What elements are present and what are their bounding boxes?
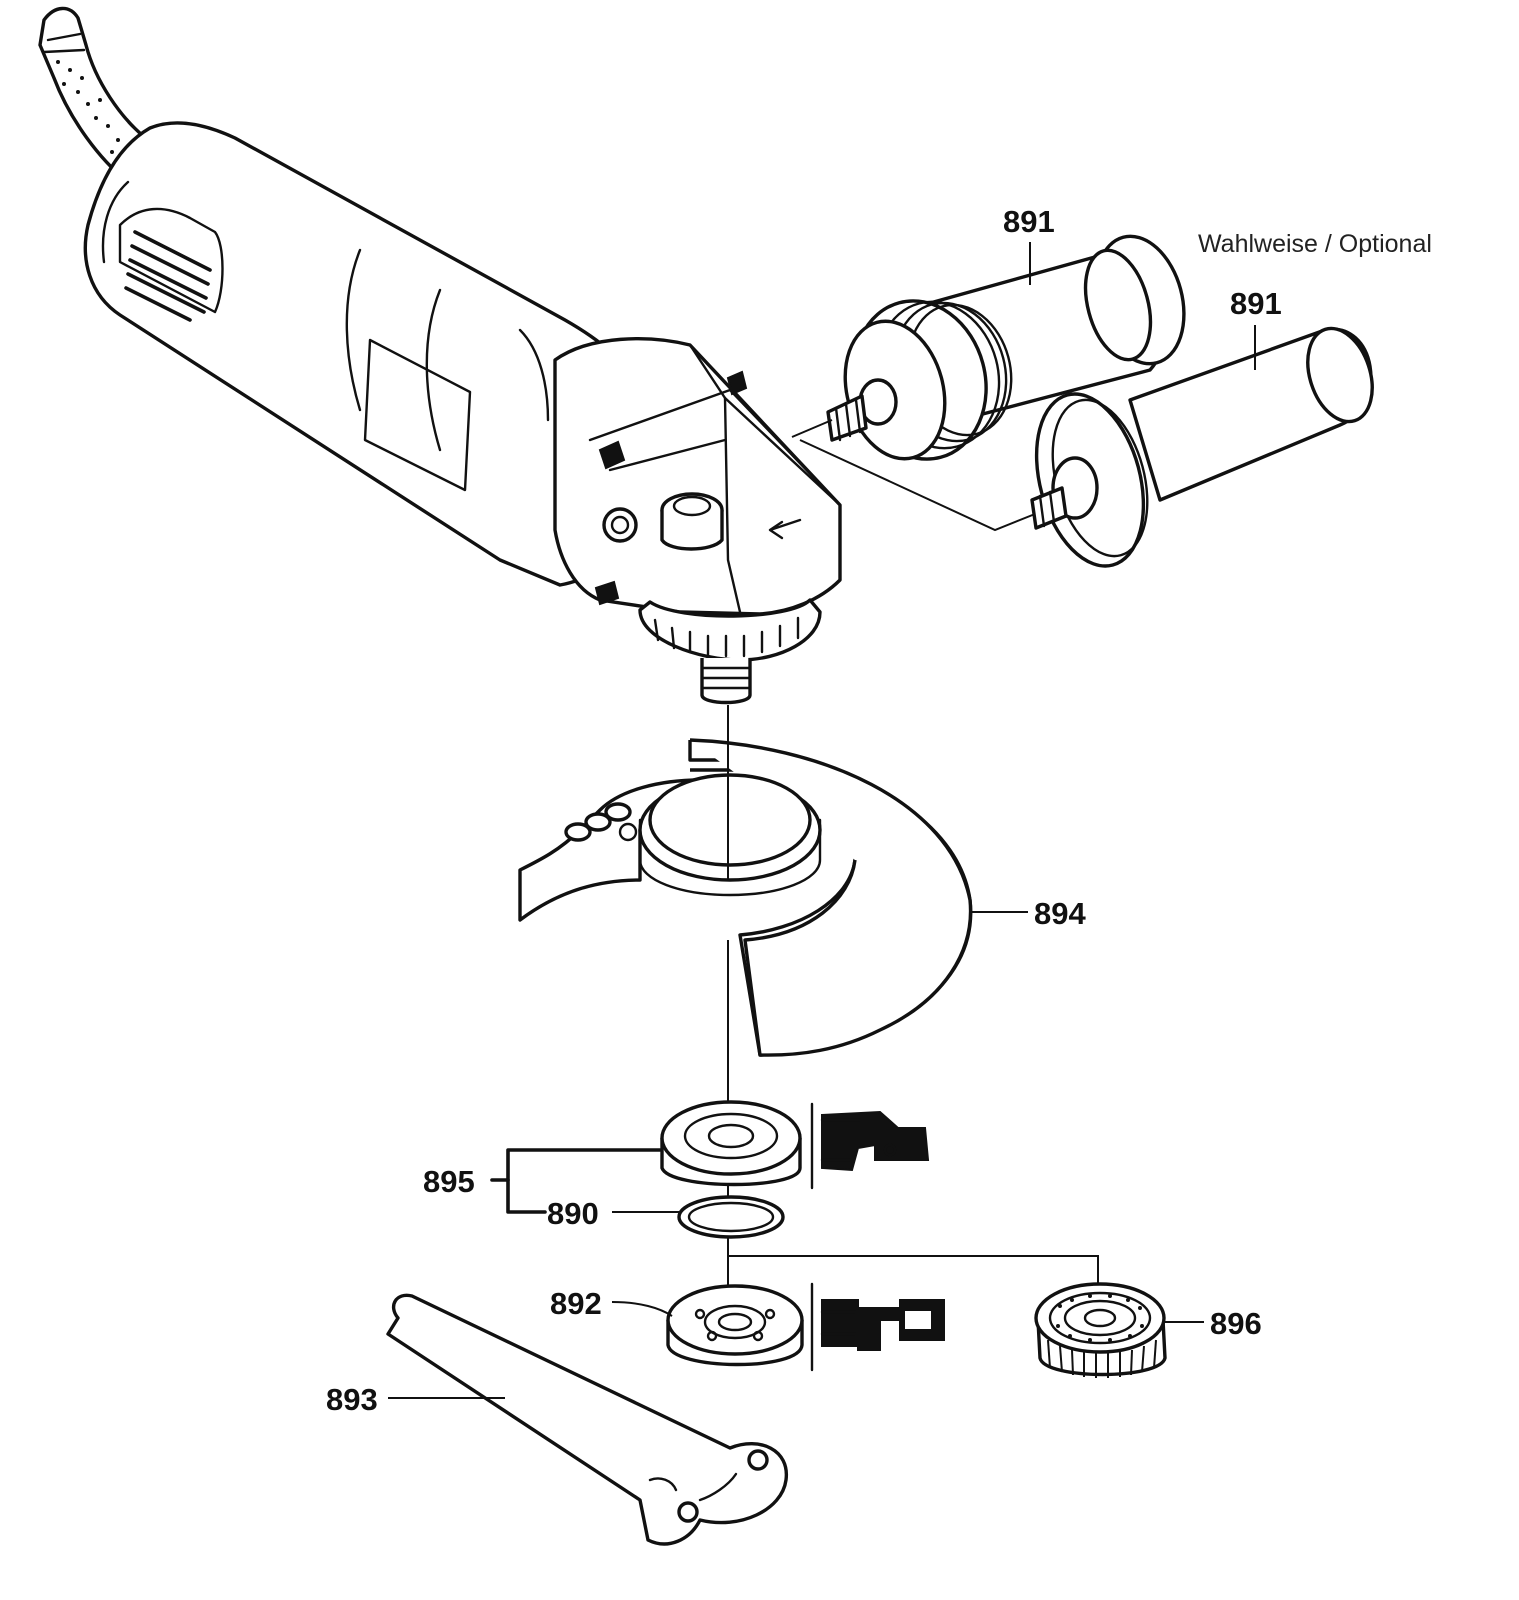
callout-894-wheel-guard: 894 <box>1034 896 1086 931</box>
leader-892 <box>611 1301 673 1317</box>
callout-896-quick-nut: 896 <box>1210 1306 1262 1341</box>
rear-vent-slots <box>124 230 212 322</box>
nut-face-texture <box>1056 1294 1144 1342</box>
nut-knurl <box>1047 1339 1157 1378</box>
callout-893-spanner: 893 <box>326 1382 378 1417</box>
side-handle <box>1030 326 1374 568</box>
quick-clamp-nut <box>1034 1282 1167 1378</box>
spanner-wrench <box>386 1293 788 1546</box>
optional-note: Wahlweise / Optional <box>1198 230 1432 258</box>
wheel-guard <box>518 738 973 1057</box>
side-handle-optional <box>826 234 1186 461</box>
mounting-flange <box>666 1282 945 1372</box>
handle-assembly-line <box>791 419 833 438</box>
callout-890-o-ring: 890 <box>547 1196 599 1231</box>
angle-grinder-body <box>83 121 842 705</box>
gear-head-screws <box>594 370 748 606</box>
collar-knurl <box>653 616 800 658</box>
handle-assembly-line-2 <box>799 439 1036 532</box>
o-ring <box>677 1195 785 1239</box>
callout-895-clamping-flange: 895 <box>423 1164 475 1199</box>
callout-892-mounting-flange: 892 <box>550 1286 602 1321</box>
clamping-flange <box>660 1100 930 1190</box>
callout-891-handle: 891 <box>1230 286 1282 321</box>
callout-891-optional-handle: 891 <box>1003 204 1055 239</box>
clamp-band-teeth <box>564 802 638 842</box>
